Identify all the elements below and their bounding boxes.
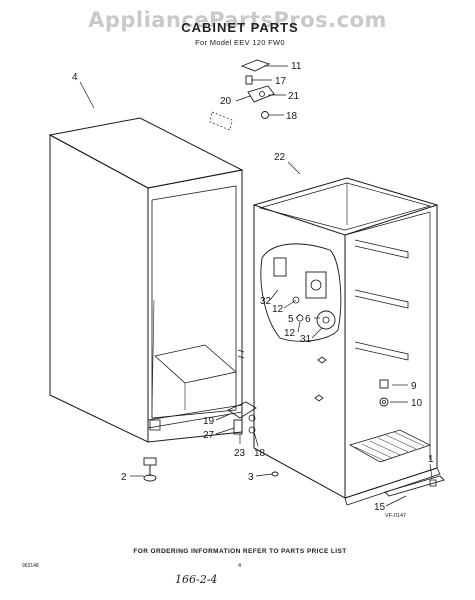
figure-id: VF-0147: [385, 513, 407, 519]
callout-17: 17: [275, 76, 287, 87]
handwritten-note: 166-2-4: [175, 573, 218, 586]
callout-22: 22: [274, 152, 286, 163]
top-hinge-assembly: [209, 59, 275, 131]
callout-2: 2: [121, 472, 127, 483]
callout-1: 1: [428, 454, 434, 465]
callout-5: 5: [288, 314, 294, 325]
callout-21: 21: [288, 91, 300, 102]
callout-19: 19: [203, 416, 215, 427]
callout-18-top: 18: [286, 111, 298, 122]
callout-15: 15: [374, 502, 386, 513]
ordering-note: FOR ORDERING INFORMATION REFER TO PARTS …: [133, 548, 347, 555]
page-number: 4: [238, 563, 242, 569]
watermark: AppliancePartsPros.com: [88, 8, 387, 32]
shelf-hardware: [379, 379, 389, 407]
callout-11: 11: [291, 61, 302, 72]
callout-3: 3: [248, 472, 254, 483]
leader-lines: [79, 65, 433, 507]
cabinet-liner: [252, 177, 441, 506]
callout-23: 23: [234, 448, 246, 459]
control-housing: [260, 243, 342, 402]
callout-18-bottom: 18: [254, 448, 266, 459]
callout-31: 31: [300, 334, 312, 345]
leveling-leg: [143, 457, 157, 482]
bottom-hinge-assembly: [227, 401, 257, 435]
diagram-title: CABINET PARTS: [181, 20, 299, 35]
callout-10: 10: [411, 398, 423, 409]
callout-20: 20: [220, 96, 232, 107]
callout-12-lower: 12: [284, 328, 296, 339]
base-rail: [384, 475, 445, 497]
callout-12-upper: 12: [272, 304, 284, 315]
document-code: 963148: [22, 563, 39, 569]
callout-32: 32: [260, 296, 272, 307]
callout-4: 4: [72, 72, 78, 83]
diagram-subtitle: For Model EEV 120 FW0: [195, 38, 285, 47]
cabinet-shell: [48, 117, 245, 443]
screw: [271, 471, 279, 477]
callout-6: 6: [305, 314, 311, 325]
callout-9: 9: [411, 381, 417, 392]
callout-27: 27: [203, 430, 215, 441]
